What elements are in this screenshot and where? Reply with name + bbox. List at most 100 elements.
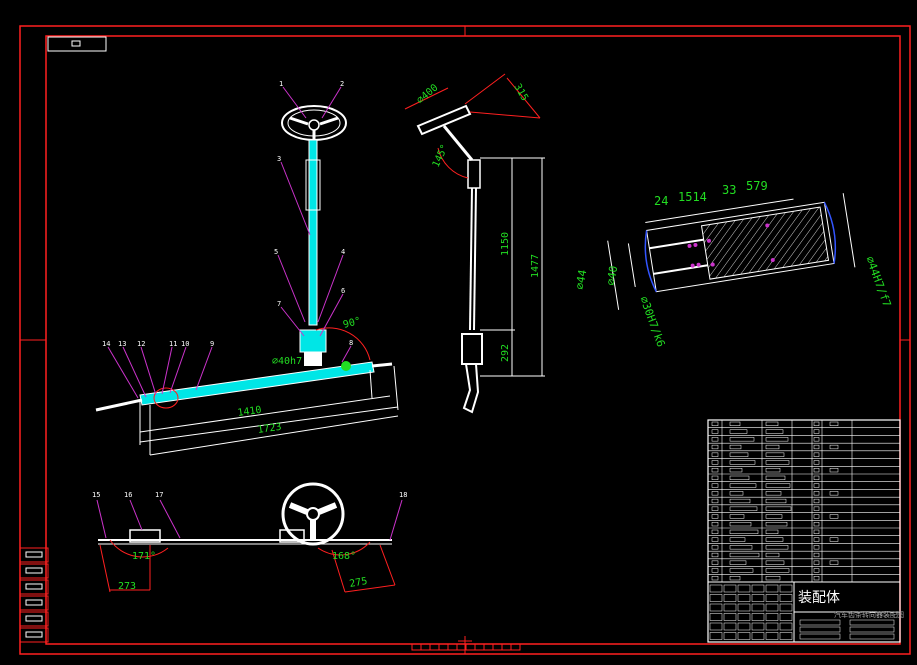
bom-cell <box>729 560 747 565</box>
title-cell <box>765 603 779 612</box>
title-text: 装配体 <box>798 590 840 606</box>
bom-cell <box>729 568 754 573</box>
bom-cell <box>813 483 820 488</box>
dim-bot-273: 273 <box>118 581 136 592</box>
bom-cell <box>829 514 839 519</box>
part-label: 10 <box>181 340 189 348</box>
title-cell <box>737 622 751 631</box>
title-cell <box>779 603 793 612</box>
bom-cell <box>765 491 782 496</box>
bom-cell <box>729 545 753 550</box>
bom-cell <box>711 475 719 480</box>
bom-cell <box>813 514 820 519</box>
title-cell <box>849 619 895 626</box>
bom-cell <box>729 552 760 558</box>
part-label: 17 <box>155 491 163 499</box>
title-cell <box>723 594 737 602</box>
bom-cell <box>711 545 719 550</box>
bom-cell <box>765 498 787 504</box>
bom-cell <box>711 437 719 442</box>
margin-box <box>19 595 49 611</box>
margin-box-inner <box>25 583 43 590</box>
dim-1410: 1410 <box>237 405 262 419</box>
bom-cell <box>729 460 756 465</box>
margin-box <box>19 579 49 595</box>
title-cell <box>779 613 793 621</box>
part-leaders-top <box>107 86 352 399</box>
steering-wheel-top <box>281 105 347 141</box>
title-cell <box>779 632 793 640</box>
bom-cell <box>813 537 820 542</box>
dim-sec-33: 33 <box>722 183 736 197</box>
bom-cell <box>813 460 820 465</box>
title-block: 装配体 汽车齿条转向器装配图 <box>707 419 904 643</box>
bom-cell <box>729 522 752 527</box>
steering-wheel-side <box>416 104 472 136</box>
bom-cell <box>729 529 759 534</box>
part-label: 12 <box>137 340 145 348</box>
bom-cell <box>829 491 839 496</box>
bom-cell <box>813 468 820 473</box>
bom-cell <box>711 491 719 496</box>
bom-cell <box>829 421 839 426</box>
part-label: 5 <box>274 248 278 256</box>
bom-cell <box>765 421 779 426</box>
bom-cell <box>711 560 719 565</box>
bom-cell <box>813 576 820 581</box>
dim-sec-d44b: ⌀44H7/f7 <box>863 255 893 309</box>
title-cell <box>709 632 723 640</box>
margin-box <box>19 611 49 627</box>
bom-cell <box>813 429 820 434</box>
title-cell <box>849 626 895 633</box>
bom-cell <box>729 483 757 488</box>
bom-cell <box>813 491 820 496</box>
bom-cell <box>711 460 719 465</box>
title-cell <box>737 603 751 612</box>
bom-cell <box>829 560 839 565</box>
bom-cell <box>813 498 820 504</box>
title-cell <box>799 633 841 640</box>
bottom-view-assembly: 15 16 17 18 171° 168° 273 275 <box>92 482 407 593</box>
bom-cell <box>729 506 758 511</box>
dim-sec-24: 24 <box>654 194 668 208</box>
margin-box-inner <box>25 615 43 622</box>
title-cell <box>737 594 751 602</box>
bom-cell <box>711 506 719 511</box>
bom-cell <box>729 452 749 457</box>
bom-cell <box>765 429 784 434</box>
title-cell <box>723 613 737 621</box>
margin-box-inner <box>25 599 43 606</box>
bom-cell <box>765 576 781 581</box>
dim-1723: 1723 <box>257 422 282 436</box>
bom-cell <box>729 429 748 434</box>
title-cell <box>765 632 779 640</box>
bom-cell <box>765 514 783 519</box>
part-label: 14 <box>102 340 110 348</box>
side-dimension-lines <box>404 73 545 377</box>
bom-cell <box>813 452 820 457</box>
title-cell <box>709 613 723 621</box>
bom-cell <box>711 498 719 504</box>
title-cell <box>737 613 751 621</box>
bom-cell <box>765 468 781 473</box>
title-cell <box>709 622 723 631</box>
part-label: 2 <box>340 80 344 88</box>
top-view-assembly: 1 2 3 5 4 7 6 8 14 13 12 11 10 9 90° ⌀40… <box>95 80 399 456</box>
bom-cell <box>765 452 785 457</box>
title-cells <box>709 584 895 640</box>
part-label: 7 <box>277 300 281 308</box>
section-view <box>607 193 856 310</box>
bom-cell <box>765 568 790 573</box>
bom-cell <box>729 421 741 426</box>
section-hatch <box>700 206 830 280</box>
title-cell <box>737 632 751 640</box>
bom-cell <box>711 529 719 534</box>
title-cell <box>779 584 793 593</box>
bom-cell <box>813 444 820 450</box>
bom-cell <box>813 506 820 511</box>
bom-cell <box>729 498 751 504</box>
dim-side-dia: ⌀400 <box>415 82 441 106</box>
part-label: 9 <box>210 340 214 348</box>
steering-column <box>308 139 318 326</box>
